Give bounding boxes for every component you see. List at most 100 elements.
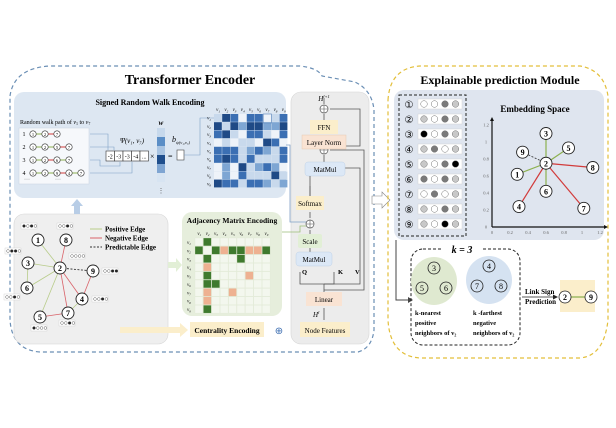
farthest-node xyxy=(482,259,496,273)
embedding-point-label: 3 xyxy=(544,130,548,139)
psi-cell-value: -3 xyxy=(116,155,121,161)
adj-row-label: v1 xyxy=(187,241,191,246)
walk-node xyxy=(53,130,61,138)
matrix-cell xyxy=(263,171,271,180)
x-tick-label: 0.8 xyxy=(561,230,567,235)
adj-cell xyxy=(236,279,246,289)
matrix-cell xyxy=(255,146,263,155)
adj-cell xyxy=(211,288,220,297)
node-feature-cell xyxy=(26,224,30,228)
legend-label: Negative Edge xyxy=(105,235,148,243)
embedding-point-label: 2 xyxy=(544,159,548,168)
node-features-label: Node Features xyxy=(305,327,346,335)
embedding-cell xyxy=(451,205,460,213)
matrix-col-label: v4 xyxy=(241,108,245,113)
q-label: Q xyxy=(302,269,307,276)
node-feature-cell xyxy=(67,321,72,325)
matrix-cell xyxy=(230,171,239,180)
embedding-point-label: 4 xyxy=(517,203,521,212)
adj-cell xyxy=(262,305,271,314)
embedding-cell xyxy=(430,205,439,213)
adj-cell xyxy=(220,279,229,289)
nearest-node xyxy=(415,281,429,295)
adj-row-label: v3 xyxy=(187,258,191,263)
node-feature-cell xyxy=(104,297,108,301)
explain-title: Explainable prediction Module xyxy=(420,73,580,87)
encoder-title: Transformer Encoder xyxy=(125,73,256,88)
adj-row-label: v7 xyxy=(187,291,191,296)
walk-node-label: 5 xyxy=(56,145,59,150)
embedding-point-label: 5 xyxy=(567,144,571,153)
matrix-cell xyxy=(271,179,280,188)
matrix-cell xyxy=(279,122,288,130)
embedding-cell xyxy=(420,130,428,138)
farthest-caption: k -farthest negative neighbors of v₂ xyxy=(473,310,514,337)
adj-cell xyxy=(220,271,229,280)
walk-node-label: 4 xyxy=(68,171,71,176)
matrix-cell xyxy=(279,179,288,188)
graph-to-adjacency-arrow xyxy=(168,258,182,272)
walk-node xyxy=(65,143,73,151)
embedding-cell xyxy=(430,100,439,108)
nearest-node xyxy=(439,281,453,295)
nearest-caption: k-nearest positive neighbors of v₂ xyxy=(415,310,456,337)
walk-node xyxy=(29,156,37,164)
embedding-panel xyxy=(394,90,604,240)
adj-cell xyxy=(220,237,229,247)
graph-node xyxy=(31,233,45,247)
matrix-cell xyxy=(279,146,288,155)
adj-cell xyxy=(203,254,212,263)
adj-cell xyxy=(245,246,254,255)
matrix-cell xyxy=(255,130,263,139)
node-feature-cell xyxy=(93,297,97,301)
walk-node xyxy=(41,169,49,177)
y-tick-label: 0.4 xyxy=(483,191,489,196)
embedding-row-box xyxy=(417,188,463,200)
matmul-bottom-box xyxy=(295,251,333,267)
graph-node-label: 8 xyxy=(64,236,68,245)
matrix-cell xyxy=(263,179,271,188)
matrix-cell xyxy=(271,138,280,147)
adj-cell xyxy=(228,296,237,305)
adj-cell xyxy=(245,237,254,247)
embedding-row-id: ⑨ xyxy=(405,220,414,231)
softmax-label: Softmax xyxy=(298,200,322,208)
embedding-cell xyxy=(430,145,439,153)
adj-cell xyxy=(211,271,220,280)
adj-cell xyxy=(228,246,237,255)
embedding-cell xyxy=(420,190,428,198)
adj-row-label: v9 xyxy=(187,308,191,313)
embedding-point xyxy=(510,167,524,181)
matrix-cell xyxy=(238,155,247,163)
w-vector xyxy=(157,128,165,182)
x-tick-label: 1.2 xyxy=(597,230,603,235)
node-feature-cell xyxy=(60,321,64,325)
matrix-cell xyxy=(230,130,239,139)
node-feature-cell xyxy=(107,269,111,273)
b-to-matrix-connector xyxy=(184,117,214,156)
x-tick-label: 0.2 xyxy=(507,230,513,235)
nearest-node-label: 5 xyxy=(420,284,424,293)
embedding-row-id: ② xyxy=(405,115,414,126)
matrix-cell xyxy=(271,130,280,139)
adj-cell xyxy=(194,305,204,314)
embedding-row-box xyxy=(417,128,463,140)
equals-sign: = xyxy=(168,152,173,161)
w-cell xyxy=(157,164,165,173)
matrix-cell xyxy=(246,155,255,163)
embedding-row-box xyxy=(417,218,463,230)
node-feature-cell xyxy=(22,224,26,228)
w-label: w xyxy=(159,119,164,127)
embedding-row-box xyxy=(417,203,463,215)
matrix-cell xyxy=(230,146,239,155)
embedding-edge xyxy=(545,162,585,209)
link-sign-arrowhead xyxy=(553,294,558,300)
matrix-cell xyxy=(238,146,247,155)
matrix-cell xyxy=(214,130,222,139)
adj-cell xyxy=(253,271,262,280)
matrix-cell xyxy=(230,155,239,163)
embedding-row-box xyxy=(417,158,463,170)
adj-cell xyxy=(262,271,271,280)
walk-node-label: 7 xyxy=(80,171,83,176)
